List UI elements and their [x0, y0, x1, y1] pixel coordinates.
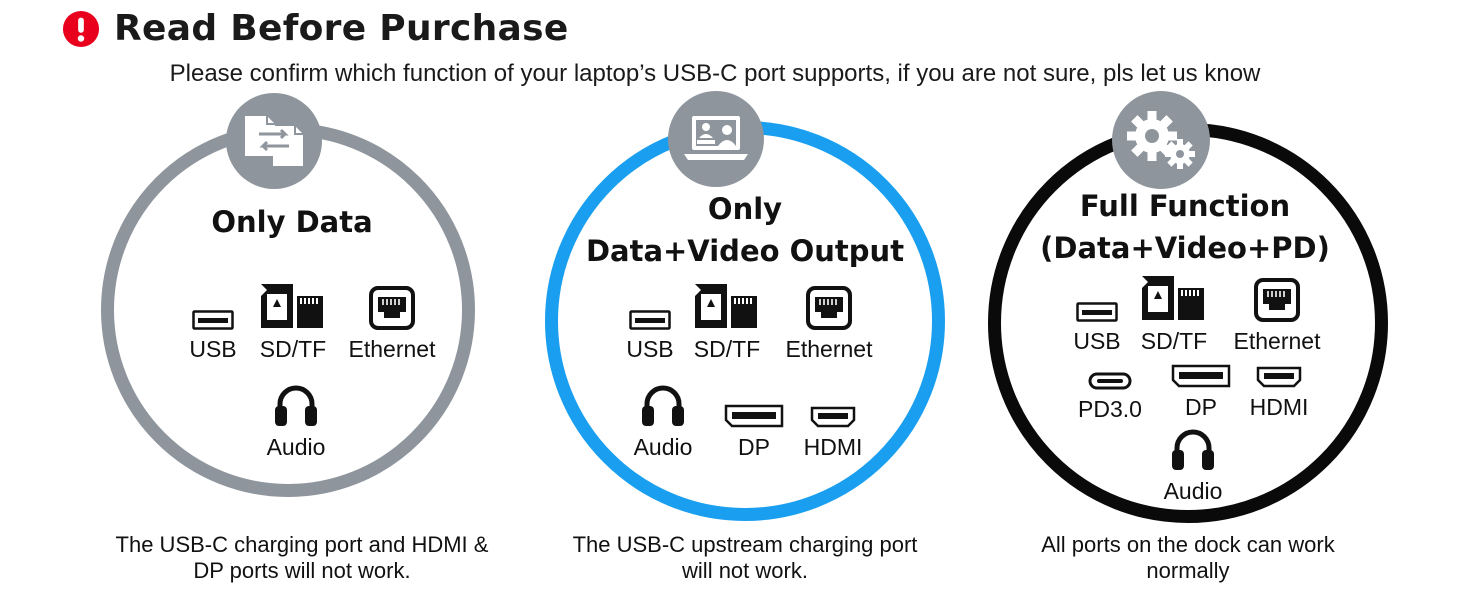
description-line: normally: [1146, 558, 1230, 583]
displayport-icon: [1171, 364, 1231, 388]
port-dp: DP: [1146, 336, 1256, 421]
port-ethernet: Ethernet: [1222, 270, 1332, 355]
usb-c-port-icon: [1088, 372, 1132, 390]
port-label: USB: [189, 336, 237, 362]
description-line: DP ports will not work.: [193, 558, 411, 583]
data-video-title: Only Data+Video Output: [580, 188, 910, 272]
data-video-badge: [668, 91, 764, 187]
data-video-title-line: Data+Video Output: [585, 234, 905, 268]
port-hdmi: HDMI: [778, 376, 888, 461]
port-audio: Audio: [241, 376, 351, 461]
port-ethernet: Ethernet: [337, 278, 447, 363]
only-data-description: The USB-C charging port and HDMI & DP po…: [62, 532, 542, 584]
description-line: All ports on the dock can work: [1041, 532, 1335, 557]
only-data-title-line: Only Data: [211, 205, 373, 239]
gears-icon: [1127, 111, 1195, 169]
header: Read Before Purchase: [62, 8, 569, 49]
ethernet-port-icon: [369, 286, 415, 330]
port-ethernet: Ethernet: [774, 278, 884, 363]
only-data-badge: [226, 93, 322, 189]
data-video-description: The USB-C upstream charging port will no…: [545, 532, 945, 584]
sd-tf-card-icon: [261, 284, 323, 328]
ethernet-port-icon: [1254, 278, 1300, 322]
usb-port-icon: [192, 310, 234, 330]
port-label: Ethernet: [785, 336, 873, 362]
port-usb: USB: [595, 278, 705, 363]
port-usb: USB: [1042, 270, 1152, 355]
port-audio: Audio: [1138, 420, 1248, 505]
data-video-title-line: Only: [707, 192, 783, 226]
port-label: HDMI: [803, 434, 863, 460]
headphones-icon: [642, 385, 684, 426]
full-function-description: All ports on the dock can work normally: [988, 532, 1388, 584]
page-title: Read Before Purchase: [114, 8, 569, 49]
port-label: Ethernet: [348, 336, 436, 362]
displayport-icon: [724, 404, 784, 428]
full-function-badge: [1112, 91, 1210, 189]
port-label: SD/TF: [259, 336, 327, 362]
full-function-title: Full Function (Data+Video+PD): [1025, 185, 1345, 269]
port-sd-tf: SD/TF: [1119, 270, 1229, 355]
headphones-icon: [275, 385, 317, 426]
port-label: Audio: [633, 434, 693, 460]
hdmi-port-icon: [810, 406, 856, 428]
port-label: SD/TF: [693, 336, 761, 362]
hdmi-port-icon: [1256, 366, 1302, 388]
video-call-laptop-icon: [684, 116, 748, 160]
port-label: HDMI: [1249, 394, 1309, 420]
page-subtitle: Please confirm which function of your la…: [169, 60, 1261, 87]
port-label: DP: [738, 434, 770, 460]
headphones-icon: [1172, 429, 1214, 470]
exclamation-alert-icon: [62, 10, 100, 47]
port-label: PD3.0: [1078, 396, 1142, 422]
usb-port-icon: [629, 310, 671, 330]
sd-tf-card-icon: [1142, 276, 1204, 320]
port-label: Audio: [266, 434, 326, 460]
full-function-title-line: Full Function: [1079, 189, 1291, 223]
port-usb: USB: [158, 278, 268, 363]
description-line: The USB-C charging port and HDMI &: [115, 532, 489, 557]
sd-tf-card-icon: [695, 284, 757, 328]
usb-port-icon: [1076, 302, 1118, 322]
full-function-title-line: (Data+Video+PD): [1040, 231, 1330, 265]
port-label: Ethernet: [1233, 328, 1321, 354]
port-label: Audio: [1163, 478, 1223, 504]
port-pd30: PD3.0: [1055, 338, 1165, 423]
description-line: The USB-C upstream charging port: [572, 532, 918, 557]
port-label: DP: [1185, 394, 1217, 420]
description-line: will not work.: [682, 558, 808, 583]
port-sd-tf: SD/TF: [672, 278, 782, 363]
port-audio: Audio: [608, 376, 718, 461]
only-data-title: Only Data: [152, 201, 432, 243]
port-label: USB: [626, 336, 674, 362]
port-label: SD/TF: [1140, 328, 1208, 354]
port-label: USB: [1073, 328, 1121, 354]
file-transfer-icon: [245, 116, 303, 166]
port-hdmi: HDMI: [1224, 336, 1334, 421]
port-dp: DP: [699, 376, 809, 461]
port-sd-tf: SD/TF: [238, 278, 348, 363]
ethernet-port-icon: [806, 286, 852, 330]
